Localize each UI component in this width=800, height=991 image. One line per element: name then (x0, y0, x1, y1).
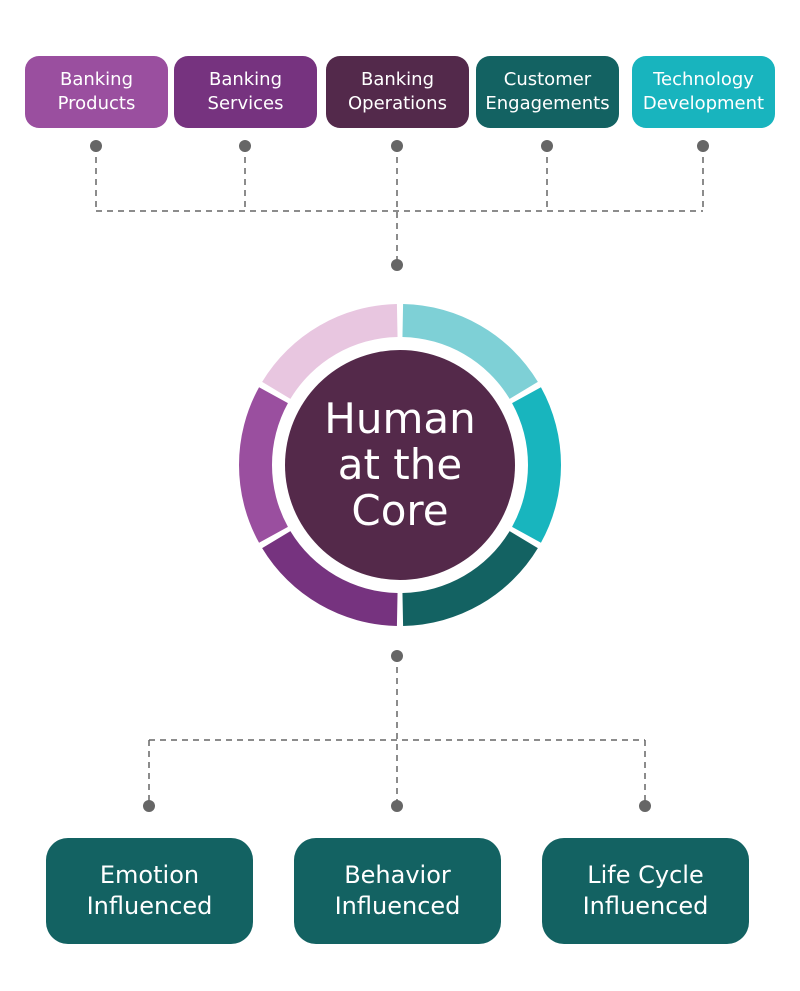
connector-dot (391, 259, 403, 271)
top-box-label-line2: Products (57, 93, 136, 114)
connector-dot (143, 800, 155, 812)
connector-dot (541, 140, 553, 152)
connector-dot (239, 140, 251, 152)
ring-segment-2 (512, 387, 562, 543)
outer-ring (239, 304, 562, 626)
top-box-banking-products: Banking Products (25, 56, 168, 128)
bottom-box-label-line1: Behavior (344, 861, 451, 889)
top-box-label-line2: Services (207, 93, 284, 114)
center-label-line1: Human (324, 394, 476, 443)
top-box-label-line1: Technology (653, 69, 754, 90)
bottom-box-label-line2: Influenced (582, 892, 709, 920)
connector-dot (391, 140, 403, 152)
bottom-box-label-line2: Influenced (334, 892, 461, 920)
bottom-box-life-cycle-influenced: Life Cycle Influenced (542, 838, 749, 944)
bottom-box-behavior-influenced: Behavior Influenced (294, 838, 501, 944)
top-box-label-line2: Development (642, 93, 765, 114)
bottom-box-label-line1: Life Cycle (587, 861, 704, 889)
center-circle (285, 350, 515, 580)
top-box-label-line2: Engagements (485, 93, 610, 114)
bottom-box-label-line1: Emotion (99, 861, 200, 889)
top-box-banking-operations: Banking Operations (326, 56, 469, 128)
bottom-box-label-line2: Influenced (86, 892, 213, 920)
connector-dot (639, 800, 651, 812)
center-label-line2: at the (337, 440, 463, 489)
top-box-customer-engagements: Customer Engagements (476, 56, 619, 128)
connector-dot (391, 650, 403, 662)
connector-dot (391, 800, 403, 812)
ring-segment-1 (402, 304, 538, 399)
bottom-box-emotion-influenced: Emotion Influenced (46, 838, 253, 944)
top-box-label-line1: Banking (59, 69, 134, 90)
top-box-banking-services: Banking Services (174, 56, 317, 128)
center-label: Human at the Core (285, 350, 515, 580)
top-box-label-line1: Banking (208, 69, 283, 90)
connector-dot (697, 140, 709, 152)
top-box-label-line1: Banking (360, 69, 435, 90)
top-box-technology-development: Technology Development (632, 56, 775, 128)
top-box-label-line1: Customer (503, 69, 592, 90)
ring-segment-5 (239, 387, 288, 543)
ring-segment-6 (262, 304, 398, 399)
center-label-line3: Core (351, 486, 449, 535)
ring-segment-3 (402, 531, 538, 626)
top-box-label-line2: Operations (348, 93, 447, 114)
connector-dot (90, 140, 102, 152)
ring-segment-4 (262, 531, 398, 626)
